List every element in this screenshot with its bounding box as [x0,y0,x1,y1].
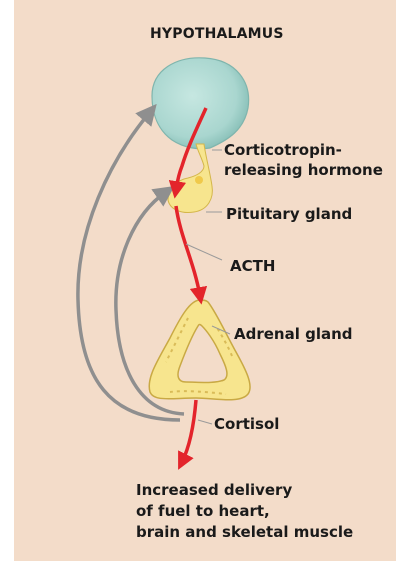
outcome-line3: brain and skeletal muscle [136,522,353,543]
acth-label: ACTH [230,256,275,276]
outcome-line1: Increased delivery [136,480,353,501]
pituitary-detail [195,176,203,184]
crh-label-line2: releasing hormone [224,160,383,180]
crh-label: Corticotropin- releasing hormone [224,140,383,180]
cortisol-label: Cortisol [214,414,279,434]
diagram-title: HYPOTHALAMUS [150,24,284,44]
crh-label-line1: Corticotropin- [224,140,383,160]
pituitary-label: Pituitary gland [226,204,352,224]
adrenal-label: Adrenal gland [234,324,353,344]
outcome-line2: of fuel to heart, [136,501,353,522]
outcome-text: Increased delivery of fuel to heart, bra… [136,480,353,543]
